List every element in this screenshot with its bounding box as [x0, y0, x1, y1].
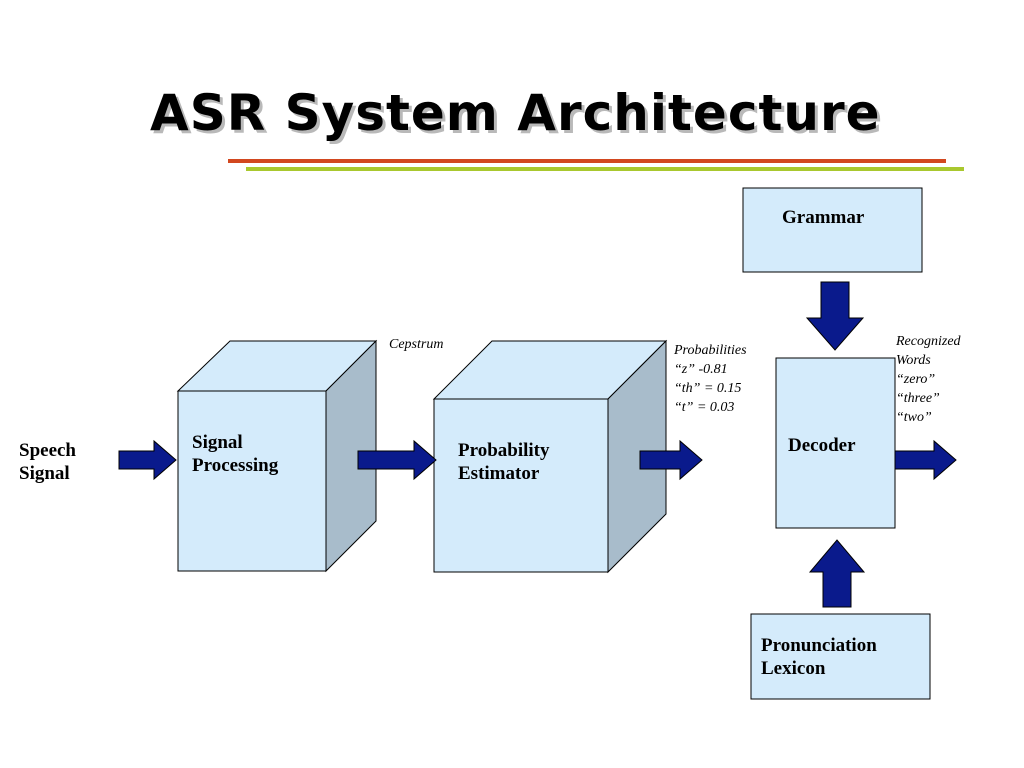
input-arrow	[118, 439, 177, 481]
recognized-words-label: Recognized Words “zero” “three” “two”	[896, 332, 961, 427]
probability-item: “t” = 0.03	[674, 400, 735, 415]
cepstrum-label: Cepstrum	[389, 337, 444, 352]
speech-signal-line2: Signal	[19, 462, 70, 484]
speech-signal-label: Speech Signal	[19, 440, 76, 486]
lexicon-line2: Lexicon	[761, 657, 826, 679]
probabilities-label: Probabilities “z” -0.81 “th” = 0.15 “t” …	[674, 341, 747, 417]
grammar-box	[742, 187, 923, 273]
grammar-down-arrow	[805, 281, 865, 351]
lexicon-up-arrow	[808, 539, 866, 608]
title-underline-red	[228, 159, 946, 163]
slide-title: ASR System Architecture	[150, 84, 881, 142]
grammar-label: Grammar	[782, 207, 865, 228]
signal-processing-line1: Signal	[192, 432, 243, 453]
decoder-box	[775, 357, 896, 529]
probability-estimator-label: Probability Estimator	[458, 440, 550, 486]
output-arrow	[894, 439, 957, 481]
probability-estimator-line2: Estimator	[458, 462, 540, 484]
probability-estimator-cube-front	[433, 398, 609, 573]
recognized-word: “zero”	[896, 372, 936, 387]
lexicon-label: Pronunciation Lexicon	[761, 635, 877, 681]
probabilities-arrow	[639, 439, 703, 481]
recognized-word: “two”	[896, 410, 932, 425]
probability-estimator-line1: Probability	[458, 440, 550, 461]
speech-signal-line1: Speech	[19, 440, 76, 461]
recognized-word: “three”	[896, 391, 940, 406]
decoder-label: Decoder	[788, 435, 856, 456]
cepstrum-arrow	[357, 439, 437, 481]
probabilities-heading: Probabilities	[674, 343, 747, 358]
signal-processing-label: Signal Processing	[192, 432, 278, 478]
recognized-line2: Words	[896, 353, 931, 368]
lexicon-line1: Pronunciation	[761, 635, 877, 656]
probability-item: “z” -0.81	[674, 362, 728, 377]
lexicon-box	[750, 613, 931, 700]
signal-processing-cube	[176, 339, 378, 573]
signal-processing-line2: Processing	[192, 454, 279, 476]
probability-item: “th” = 0.15	[674, 381, 742, 396]
probability-estimator-cube	[432, 339, 668, 574]
recognized-line1: Recognized	[896, 334, 961, 349]
signal-processing-cube-front	[177, 390, 327, 572]
title-underline-green	[246, 167, 964, 171]
